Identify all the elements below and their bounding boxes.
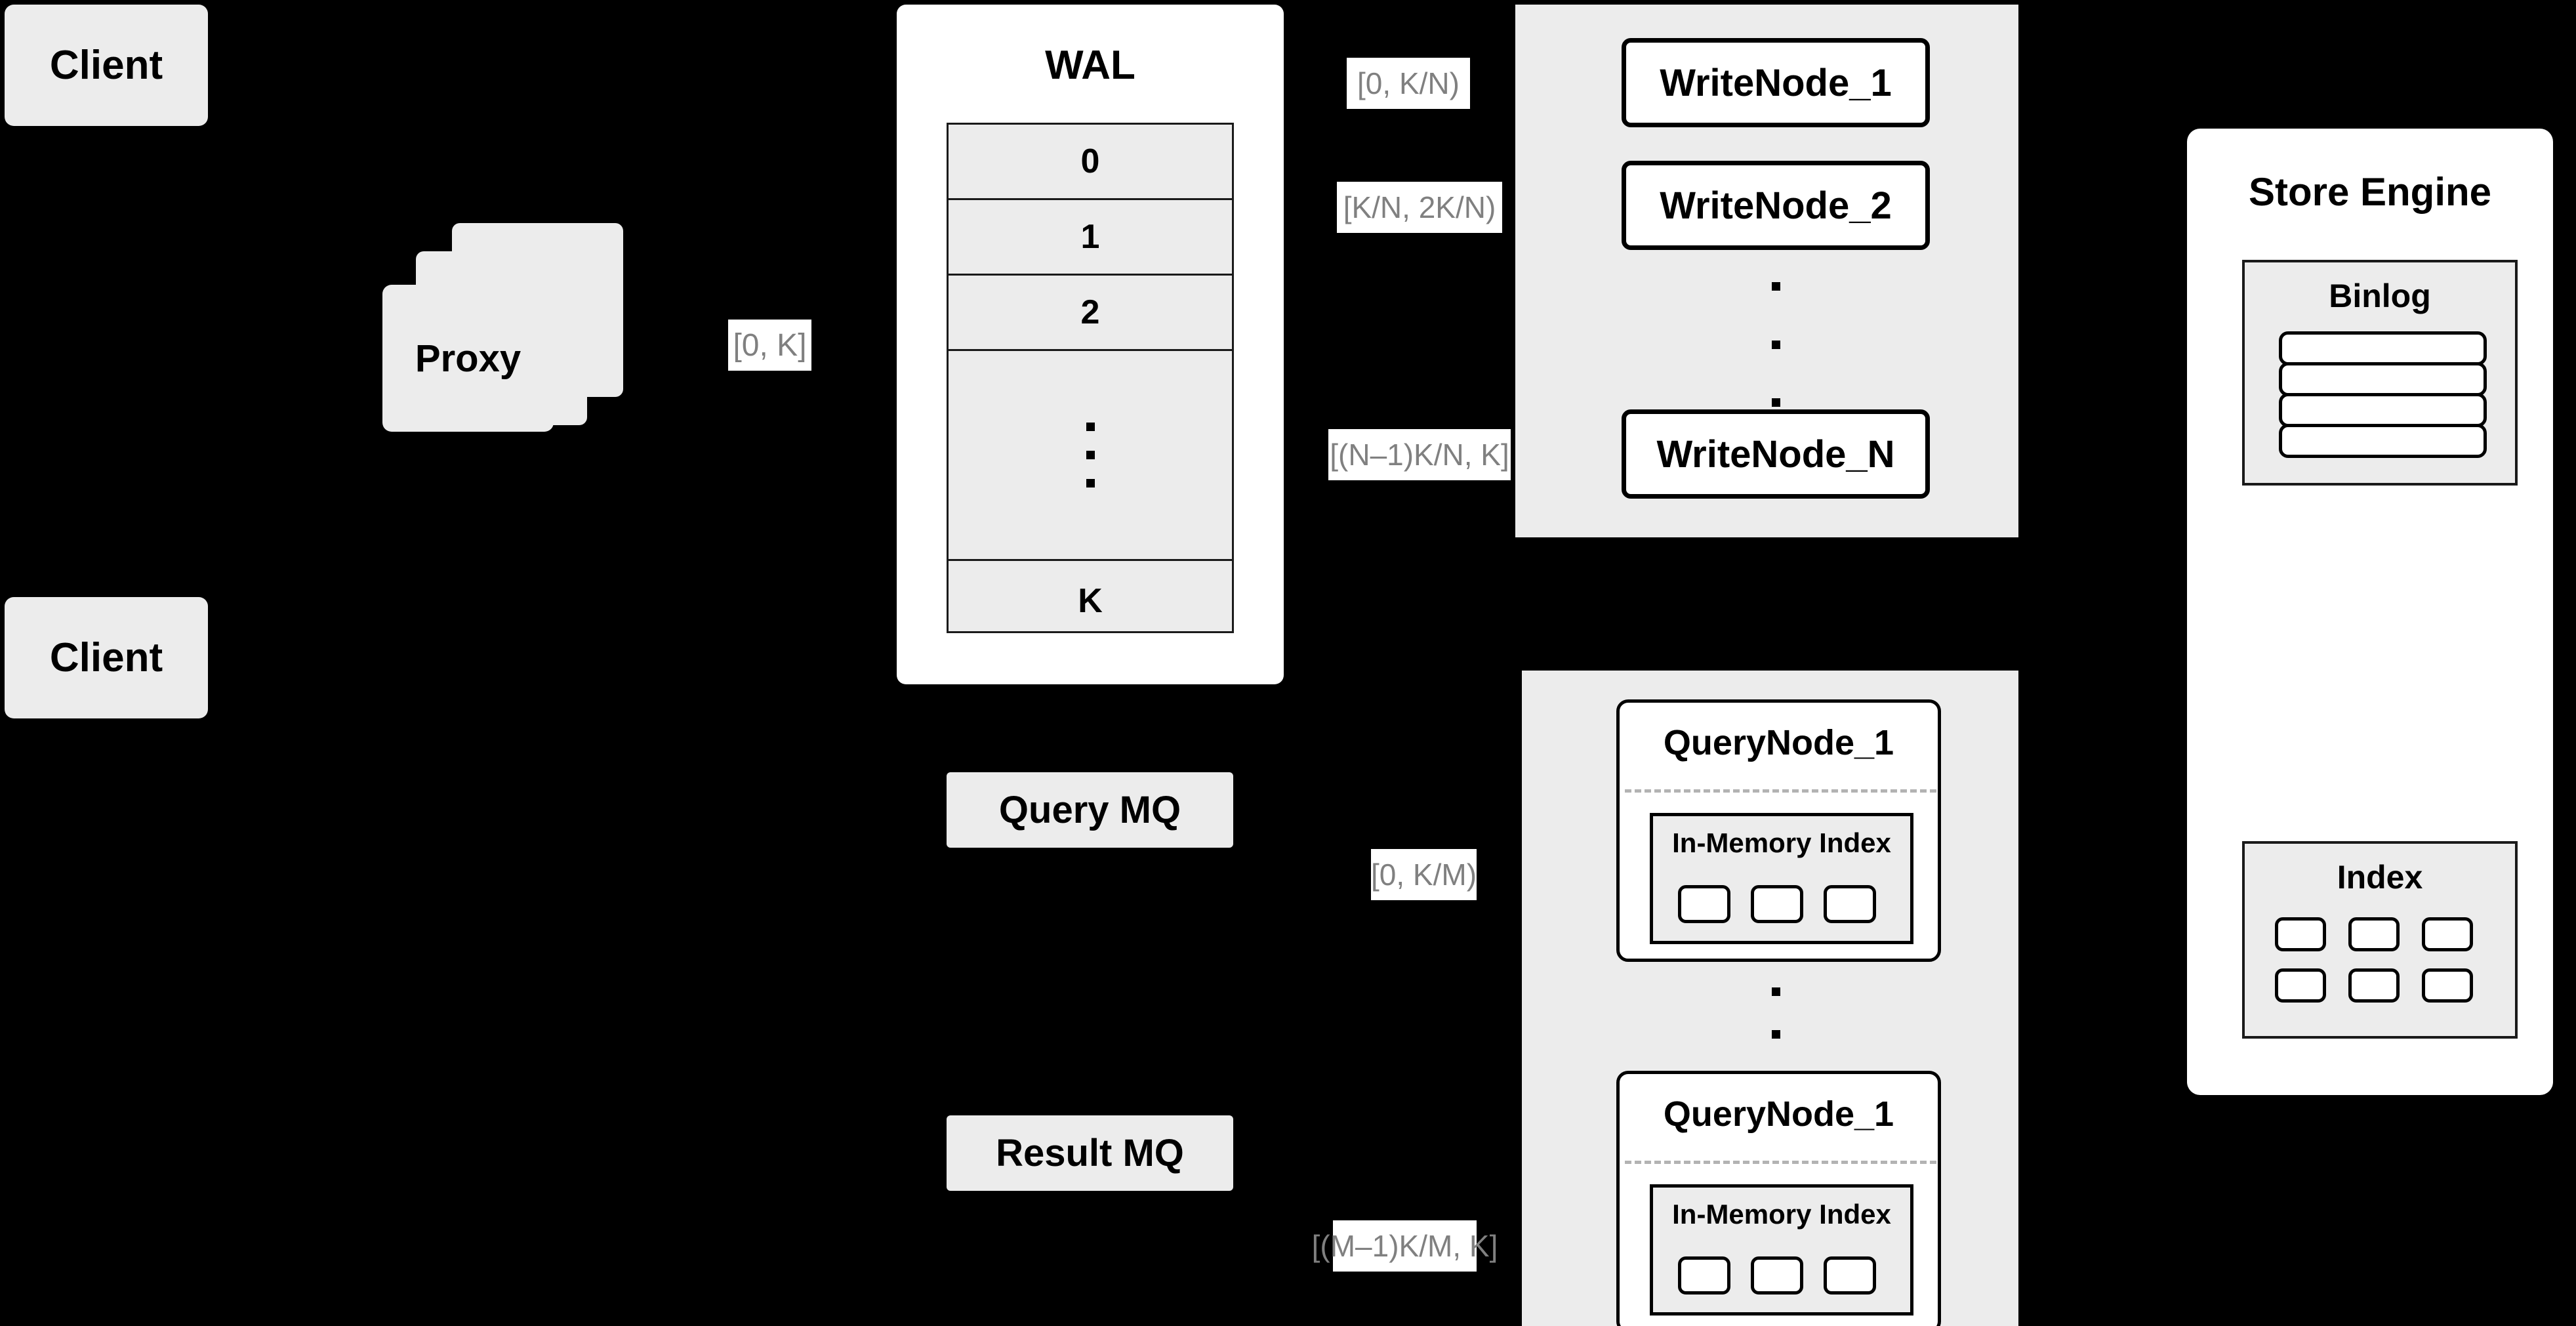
binlog-row[interactable] bbox=[2279, 393, 2487, 427]
binlog-title: Binlog bbox=[2329, 278, 2431, 314]
edge-label-writenode-2: [K/N, 2K/N) bbox=[1337, 182, 1502, 233]
proxy-card-front[interactable]: Proxy bbox=[382, 285, 554, 432]
index-cell[interactable] bbox=[2348, 968, 2400, 1003]
result-mq-box[interactable]: Result MQ bbox=[947, 1115, 1233, 1191]
edge-label-text: [0, K] bbox=[733, 327, 807, 363]
edge-label-writenode-n: [(N–1)K/N, K] bbox=[1328, 429, 1511, 480]
ellipsis-dot bbox=[1086, 451, 1095, 459]
query-mq-box[interactable]: Query MQ bbox=[947, 772, 1233, 848]
binlog-row[interactable] bbox=[2279, 362, 2487, 396]
writenode-label: WriteNode_2 bbox=[1660, 184, 1892, 227]
store-engine-panel: Store Engine Binlog Index bbox=[2187, 129, 2553, 1095]
ellipsis-dot bbox=[1086, 423, 1095, 431]
ellipsis-dot bbox=[1086, 479, 1095, 487]
index-chip[interactable] bbox=[1678, 885, 1730, 923]
store-engine-title: Store Engine bbox=[2248, 170, 2492, 214]
in-memory-index-panel-1: In-Memory Index bbox=[1650, 813, 1913, 944]
client-label: Client bbox=[49, 635, 163, 680]
edge-label-text: [(N–1)K/N, K] bbox=[1330, 438, 1509, 472]
wal-row-label: 2 bbox=[1080, 293, 1100, 331]
edge-label-writenode-1: [0, K/N) bbox=[1347, 58, 1470, 109]
index-cell[interactable] bbox=[2348, 917, 2400, 951]
ellipsis-dot bbox=[1771, 987, 1780, 996]
index-cell[interactable] bbox=[2275, 917, 2326, 951]
querynode-1[interactable]: QueryNode_1 In-Memory Index bbox=[1616, 699, 1941, 962]
ellipsis-dot bbox=[1771, 282, 1780, 291]
edge-label-text: [K/N, 2K/N) bbox=[1343, 190, 1496, 224]
wal-row[interactable]: 2 bbox=[949, 276, 1232, 351]
edge-label-querynode-1: [0, K/M) bbox=[1371, 849, 1477, 900]
index-panel: Index bbox=[2242, 841, 2518, 1039]
edge-label-querynode-m: [(M–1)K/M, K] bbox=[1312, 1220, 1498, 1272]
client-box-2[interactable]: Client bbox=[5, 597, 208, 718]
writenode-label: WriteNode_N bbox=[1656, 432, 1895, 476]
wal-row[interactable]: 0 bbox=[949, 125, 1232, 200]
index-chip[interactable] bbox=[1824, 1256, 1876, 1295]
edge-label-text: [0, K/M) bbox=[1370, 858, 1477, 892]
wal-ellipsis-row bbox=[949, 351, 1232, 561]
binlog-row[interactable] bbox=[2279, 331, 2487, 365]
edge-label-text: [(M–1)K/M, K] bbox=[1311, 1229, 1498, 1263]
index-chip[interactable] bbox=[1751, 1256, 1803, 1295]
writenode-2[interactable]: WriteNode_2 bbox=[1622, 161, 1930, 250]
ellipsis-dot bbox=[1771, 340, 1780, 349]
wal-title: WAL bbox=[1045, 43, 1135, 88]
index-title: Index bbox=[2337, 859, 2423, 896]
querynode-title: QueryNode_1 bbox=[1663, 723, 1894, 762]
writenode-1[interactable]: WriteNode_1 bbox=[1622, 38, 1930, 127]
index-chip[interactable] bbox=[1751, 885, 1803, 923]
wal-row-label: K bbox=[1078, 582, 1103, 620]
querynode-title: QueryNode_1 bbox=[1663, 1094, 1894, 1134]
query-mq-label: Query MQ bbox=[998, 789, 1181, 831]
wal-row[interactable]: K bbox=[949, 561, 1232, 641]
client-box-1[interactable]: Client bbox=[5, 5, 208, 126]
index-cell[interactable] bbox=[2275, 968, 2326, 1003]
edge-label-text: [0, K/N) bbox=[1357, 66, 1460, 100]
wal-row-label: 1 bbox=[1080, 218, 1100, 256]
write-cluster-ellipsis bbox=[1766, 282, 1786, 407]
in-memory-index-title: In-Memory Index bbox=[1672, 1199, 1891, 1230]
wal-entries-table: 0 1 2 K bbox=[947, 123, 1234, 633]
wal-row-label: 0 bbox=[1080, 142, 1100, 180]
ellipsis-dot bbox=[1771, 398, 1780, 407]
query-cluster-ellipsis bbox=[1766, 987, 1786, 1081]
wal-row[interactable]: 1 bbox=[949, 200, 1232, 276]
in-memory-index-title: In-Memory Index bbox=[1672, 827, 1891, 858]
index-cell[interactable] bbox=[2422, 917, 2473, 951]
index-chip[interactable] bbox=[1824, 885, 1876, 923]
ellipsis-dot bbox=[1771, 1029, 1780, 1039]
edge-label-proxy-to-wal: [0, K] bbox=[728, 320, 811, 371]
querynode-separator bbox=[1625, 789, 1936, 793]
client-label: Client bbox=[49, 43, 163, 88]
querynode-m[interactable]: QueryNode_1 In-Memory Index bbox=[1616, 1071, 1941, 1326]
binlog-row[interactable] bbox=[2279, 424, 2487, 458]
proxy-label: Proxy bbox=[415, 337, 521, 380]
wal-panel: WAL 0 1 2 K bbox=[897, 5, 1284, 684]
index-chip[interactable] bbox=[1678, 1256, 1730, 1295]
in-memory-index-panel-2: In-Memory Index bbox=[1650, 1184, 1913, 1316]
writenode-label: WriteNode_1 bbox=[1660, 61, 1892, 104]
result-mq-label: Result MQ bbox=[996, 1132, 1184, 1174]
index-cell[interactable] bbox=[2422, 968, 2473, 1003]
binlog-panel: Binlog bbox=[2242, 260, 2518, 486]
querynode-separator bbox=[1625, 1161, 1936, 1164]
writenode-n[interactable]: WriteNode_N bbox=[1622, 409, 1930, 499]
